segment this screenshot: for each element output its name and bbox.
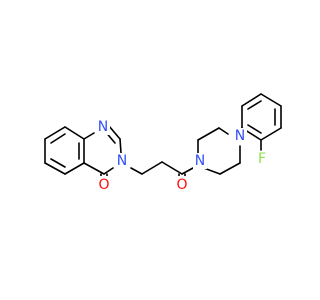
- atom-label-n-piperazine-4: N: [235, 128, 245, 144]
- bond: [50, 158, 66, 168]
- atom-n-piperazine-1: N: [193, 153, 207, 169]
- atom-fluorine: F: [255, 151, 269, 167]
- bond: [44, 126, 66, 140]
- bond: [108, 125, 121, 140]
- bond: [219, 162, 241, 175]
- bond: [130, 167, 143, 175]
- bond: [247, 100, 262, 110]
- bond: [260, 127, 282, 141]
- bond: [44, 162, 66, 175]
- atom-label-fluorine: F: [258, 151, 266, 167]
- bond: [83, 162, 105, 175]
- bond: [260, 93, 282, 107]
- bond: [64, 126, 85, 140]
- bond: [247, 124, 262, 134]
- bond: [218, 127, 229, 135]
- bond: [161, 161, 183, 175]
- atom-n-piperazine-4: N: [233, 128, 247, 144]
- atom-o4: O: [97, 176, 111, 193]
- atom-n3: N: [115, 153, 129, 169]
- bond: [119, 138, 122, 154]
- bond: [50, 133, 66, 144]
- atom-layer: O N N O N N F: [96, 119, 269, 193]
- bond: [241, 93, 262, 107]
- atom-n1: N: [96, 119, 110, 135]
- bond: [83, 132, 95, 140]
- atom-label-o4: O: [98, 177, 109, 193]
- atom-label-n3: N: [117, 153, 127, 169]
- atom-label-n-piperazine-1: N: [195, 153, 205, 169]
- bond: [181, 167, 194, 175]
- bond: [197, 127, 220, 141]
- bond: [64, 162, 85, 175]
- atom-label-o-amide: O: [176, 177, 187, 193]
- bond: [141, 161, 163, 175]
- molecule-structure: O N N O N N F: [44, 93, 282, 193]
- atom-label-n1: N: [98, 119, 108, 135]
- bond: [103, 167, 114, 175]
- atom-o-amide: O: [175, 176, 189, 193]
